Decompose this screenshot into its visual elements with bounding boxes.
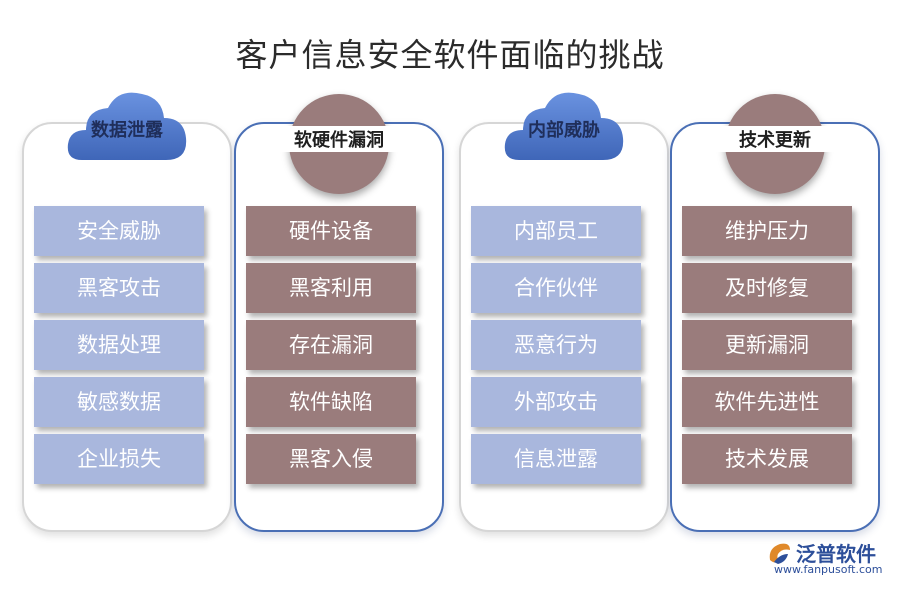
- item-list: 维护压力 及时修复 更新漏洞 软件先进性 技术发展: [682, 206, 852, 491]
- page-title: 客户信息安全软件面临的挑战: [235, 36, 665, 74]
- list-item: 安全威胁: [34, 206, 204, 256]
- column-header: 内部威胁: [528, 120, 600, 141]
- list-item: 黑客攻击: [34, 263, 204, 313]
- list-item: 恶意行为: [471, 320, 641, 370]
- item-list: 内部员工 合作伙伴 恶意行为 外部攻击 信息泄露: [471, 206, 641, 491]
- list-item: 存在漏洞: [246, 320, 416, 370]
- column-data-leak: 数据泄露 安全威胁 黑客攻击 数据处理 敏感数据 企业损失: [22, 82, 232, 542]
- list-item: 合作伙伴: [471, 263, 641, 313]
- list-item: 硬件设备: [246, 206, 416, 256]
- list-item: 黑客入侵: [246, 434, 416, 484]
- column-hw-sw-vuln: 软硬件漏洞 硬件设备 黑客利用 存在漏洞 软件缺陷 黑客入侵: [234, 82, 444, 542]
- list-item: 数据处理: [34, 320, 204, 370]
- list-item: 更新漏洞: [682, 320, 852, 370]
- fanpu-logo-icon: [766, 540, 792, 566]
- list-item: 软件先进性: [682, 377, 852, 427]
- item-list: 安全威胁 黑客攻击 数据处理 敏感数据 企业损失: [34, 206, 204, 491]
- logo-name: 泛普软件: [796, 542, 876, 566]
- list-item: 企业损失: [34, 434, 204, 484]
- logo-url: www.fanpusoft.com: [774, 563, 883, 576]
- list-item: 维护压力: [682, 206, 852, 256]
- column-header: 数据泄露: [91, 120, 163, 141]
- brand-logo: 泛普软件 www.fanpusoft.com: [766, 538, 886, 580]
- column-header: 软硬件漏洞: [274, 126, 404, 152]
- cloud-icon: 内部威胁: [499, 82, 629, 172]
- cloud-icon: 数据泄露: [62, 82, 192, 172]
- list-item: 内部员工: [471, 206, 641, 256]
- list-item: 及时修复: [682, 263, 852, 313]
- item-list: 硬件设备 黑客利用 存在漏洞 软件缺陷 黑客入侵: [246, 206, 416, 491]
- column-internal-threat: 内部威胁 内部员工 合作伙伴 恶意行为 外部攻击 信息泄露: [459, 82, 669, 542]
- list-item: 黑客利用: [246, 263, 416, 313]
- list-item: 信息泄露: [471, 434, 641, 484]
- list-item: 技术发展: [682, 434, 852, 484]
- list-item: 软件缺陷: [246, 377, 416, 427]
- list-item: 敏感数据: [34, 377, 204, 427]
- column-header: 技术更新: [710, 126, 840, 152]
- list-item: 外部攻击: [471, 377, 641, 427]
- column-tech-update: 技术更新 维护压力 及时修复 更新漏洞 软件先进性 技术发展: [670, 82, 880, 542]
